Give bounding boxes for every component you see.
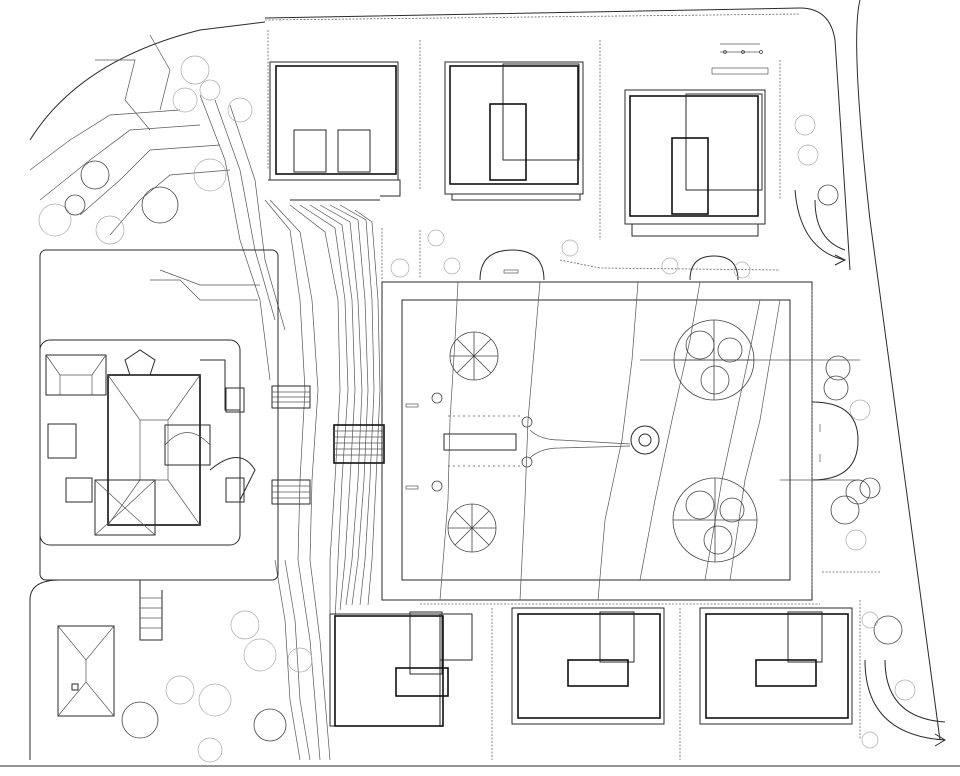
central-garden xyxy=(381,249,860,601)
south-residence-1 xyxy=(329,611,473,727)
north-residence-3 xyxy=(624,43,769,237)
outbuilding xyxy=(57,580,163,717)
contour-terraces xyxy=(29,34,286,381)
scattered-trees xyxy=(38,55,916,763)
north-residence-2 xyxy=(444,61,584,201)
south-residence-3 xyxy=(699,607,853,725)
historic-villa xyxy=(39,249,279,581)
flowing-paths xyxy=(264,199,381,761)
tree-feature xyxy=(673,319,755,401)
tree-feature xyxy=(449,331,499,381)
north-residence-1 xyxy=(268,61,401,201)
tree-feature xyxy=(672,477,758,563)
hedges xyxy=(264,13,880,760)
feature-trees xyxy=(447,319,758,563)
south-residence-2 xyxy=(511,607,665,725)
tree-feature xyxy=(447,503,497,553)
access-road-east xyxy=(794,189,946,747)
